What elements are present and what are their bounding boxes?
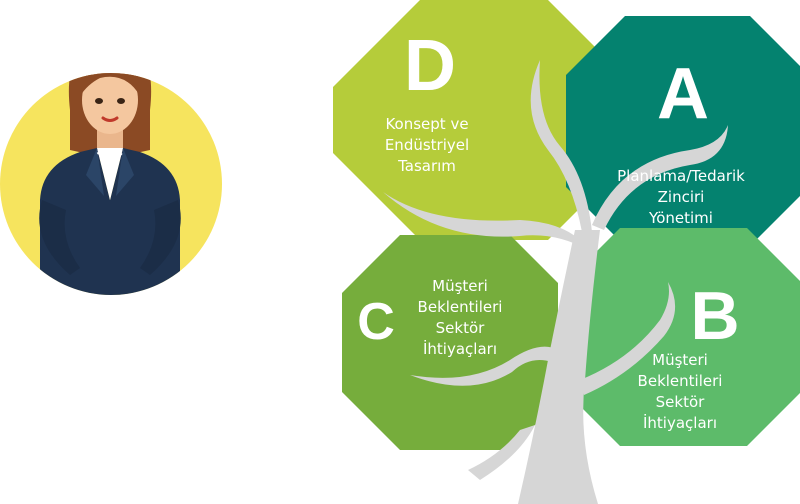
branch-b xyxy=(580,282,676,395)
label-d: Konsept ve Endüstriyel Tasarım xyxy=(384,115,470,175)
letter-a: A xyxy=(657,54,709,134)
octagon-d xyxy=(333,0,600,240)
octagon-c xyxy=(342,235,558,450)
businesswoman-avatar xyxy=(0,73,222,295)
label-a: Planlama/Tedarik Zinciri Yönetimi xyxy=(617,167,745,227)
tree-trunk xyxy=(518,230,600,504)
branch-a xyxy=(592,125,728,230)
face xyxy=(82,73,138,134)
branch-d xyxy=(383,192,588,250)
label-c: Müşteri Beklentileri Sektör İhtiyaçları xyxy=(417,277,503,358)
octagon-b xyxy=(570,228,800,446)
branch-c xyxy=(410,346,558,386)
label-b: Müşteri Beklentileri Sektör İhtiyaçları xyxy=(637,351,723,432)
letter-d: D xyxy=(404,26,456,106)
letter-b: B xyxy=(690,278,740,354)
branch-d-upper xyxy=(530,60,592,232)
tree-graphic xyxy=(383,60,728,504)
branch-lower-left xyxy=(468,425,535,480)
letter-c: C xyxy=(357,293,395,351)
